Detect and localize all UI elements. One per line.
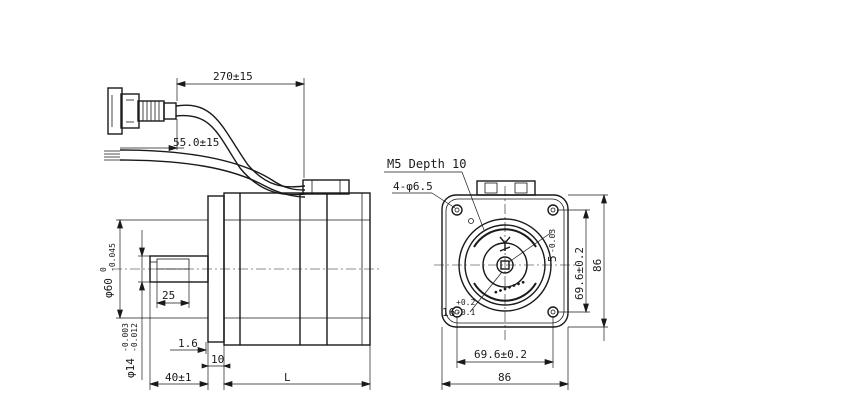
label-key-length: 25 bbox=[162, 289, 175, 302]
label-shaft-diameter-small: φ14 bbox=[124, 358, 137, 378]
dim-body-length bbox=[222, 345, 372, 390]
dim-cable-length bbox=[175, 78, 306, 178]
label-body-square-horizontal: 86 bbox=[498, 371, 511, 384]
dim-body-square-horizontal bbox=[440, 327, 570, 390]
label-key-width-tol: -0.03 bbox=[548, 229, 557, 253]
cables bbox=[104, 104, 306, 198]
label-shaft-diameter-small-tol-lower: -0.012 bbox=[130, 323, 139, 352]
db-connector bbox=[107, 87, 177, 135]
label-body-length: L bbox=[284, 371, 291, 384]
dim-flange-thickness bbox=[201, 342, 231, 390]
label-key-height-tol-lower: -0.1 bbox=[456, 308, 475, 317]
label-shaft-diameter-main-tol-upper: 0 bbox=[99, 267, 108, 272]
label-lead-length: 55.0±15 bbox=[173, 136, 219, 149]
dim-lead-length bbox=[120, 119, 184, 151]
dim-shaft-diameter-main bbox=[116, 218, 208, 320]
label-key-height: 16 bbox=[442, 306, 455, 319]
label-bolt-circle-vertical: 69.6±0.2 bbox=[573, 247, 586, 300]
front-view: ••••••• M5 Depth 10 4-φ6.5 5 -0.03 16 +0… bbox=[384, 157, 608, 390]
dim-shaft-length bbox=[148, 282, 210, 390]
label-shaft-length: 40±1 bbox=[165, 371, 192, 384]
dim-bolt-circle-horizontal bbox=[455, 316, 555, 368]
dim-key-length bbox=[155, 269, 191, 308]
dim-shoulder bbox=[170, 342, 208, 354]
label-bolt-circle-horizontal: 69.6±0.2 bbox=[474, 348, 527, 361]
label-key-height-tol-upper: +0.2 bbox=[456, 298, 475, 307]
label-flange-thickness: 10 bbox=[211, 353, 224, 366]
label-shaft-diameter-small-tol-upper: -0.003 bbox=[121, 323, 130, 352]
svg-text:•••••••: ••••••• bbox=[492, 278, 527, 298]
label-shoulder: 1.6 bbox=[178, 337, 198, 350]
label-shaft-diameter-main: φ60 bbox=[102, 278, 115, 298]
label-key-width: 5 bbox=[546, 255, 559, 262]
label-holes: 4-φ6.5 bbox=[393, 180, 433, 193]
dim-shaft-diameter-small bbox=[138, 230, 150, 380]
label-shaft-diameter-main-tol-lower: -0.045 bbox=[108, 243, 117, 272]
label-cable-length: 270±15 bbox=[213, 70, 253, 83]
dim-body-square-vertical bbox=[568, 193, 608, 341]
motor-body bbox=[207, 192, 371, 346]
label-thread: M5 Depth 10 bbox=[387, 157, 466, 171]
dim-bolt-circle-vertical bbox=[557, 208, 590, 314]
cable-gland bbox=[302, 179, 350, 195]
label-body-square-vertical: 86 bbox=[591, 259, 604, 272]
side-view: 270±15 55.0±15 φ60 0 -0.045 φ14 bbox=[99, 70, 382, 390]
